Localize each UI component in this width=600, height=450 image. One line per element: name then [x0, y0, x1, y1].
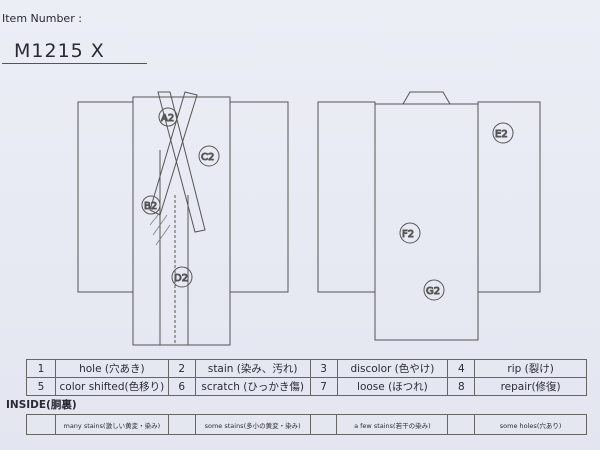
mark-f2: F2	[402, 229, 414, 240]
inside-item: a few stains(若干の染み)	[336, 414, 449, 435]
legend-label: scratch (ひっかき傷)	[194, 377, 311, 396]
inside-item: some holes(穴あり)	[474, 414, 587, 435]
mark-g2: G2	[426, 286, 440, 297]
mark-e2: E2	[495, 129, 508, 140]
item-number-value: M1215 X	[14, 40, 105, 62]
inside-title: INSIDE(胴裏)	[6, 399, 77, 411]
mark-d2: D2	[174, 273, 188, 284]
legend-label: discolor (色やけ)	[336, 359, 449, 378]
legend-num: 4	[447, 359, 476, 378]
legend-num: 3	[309, 359, 338, 378]
inside-row: many stains(激しい黄変・染み) some stains(多小の黄変・…	[26, 414, 587, 435]
mark-c2: C2	[201, 152, 214, 163]
inside-checkbox[interactable]	[447, 414, 476, 435]
kimono-front-diagram: A2 B2 C2 D2	[77, 91, 289, 346]
legend-label: stain (染み、汚れ)	[194, 359, 311, 378]
inside-checkbox[interactable]	[26, 414, 56, 435]
legend-num: 2	[167, 359, 196, 378]
item-number-label: Item Number :	[2, 12, 82, 25]
legend-label: color shifted(色移り)	[54, 377, 169, 396]
legend-num: 1	[26, 359, 56, 378]
legend-label: rip (裂け)	[474, 359, 587, 378]
inside-item: many stains(激しい黄変・染み)	[54, 414, 169, 435]
mark-b2: B2	[144, 201, 157, 212]
legend-num: 5	[26, 377, 56, 396]
inside-checkbox[interactable]	[167, 414, 196, 435]
kimono-back-diagram: E2 F2 G2	[317, 91, 541, 341]
mark-a2: A2	[161, 113, 174, 124]
legend-label: repair(修復)	[474, 377, 587, 396]
inside-table: many stains(激しい黄変・染み) some stains(多小の黄変・…	[26, 414, 587, 435]
legend-num: 8	[447, 377, 476, 396]
item-number-underline	[2, 63, 147, 64]
legend-label: loose (ほつれ)	[336, 377, 449, 396]
legend-num: 6	[167, 377, 196, 396]
legend-num: 7	[309, 377, 338, 396]
inside-checkbox[interactable]	[309, 414, 338, 435]
legend-label: hole (穴あき)	[54, 359, 169, 378]
inside-item: some stains(多小の黄変・染み)	[194, 414, 311, 435]
